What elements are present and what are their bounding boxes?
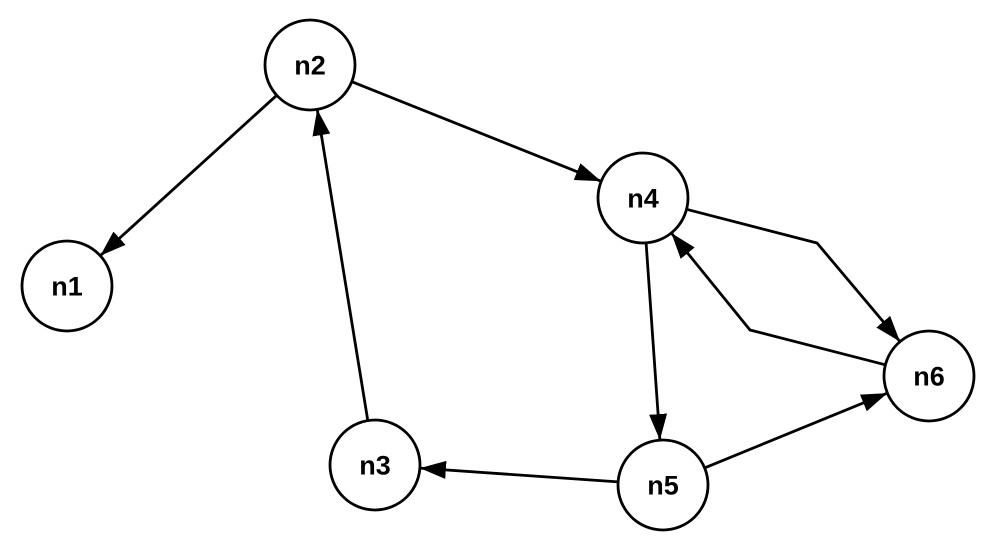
node-circle-n2 [263,18,357,112]
edge-n4-n6 [686,207,902,343]
edge-n4-n5 [644,242,668,441]
node-n3: n3 [328,418,422,512]
node-label-n6: n6 [913,362,945,392]
node-circle-n4 [596,151,690,245]
edge-n5-n6 [704,391,888,470]
edge-n2-n4 [351,80,602,183]
node-circle-n5 [616,438,710,532]
node-label-n3: n3 [359,451,391,481]
node-n4: n4 [596,151,690,245]
node-label-n2: n2 [294,51,326,81]
node-label-n1: n1 [51,272,83,302]
edge-n3-n2 [312,109,370,421]
node-n1: n1 [20,239,114,333]
node-n6: n6 [882,329,976,423]
node-circle-n1 [20,239,114,333]
node-label-n4: n4 [627,184,659,214]
node-circle-n3 [328,418,422,512]
edge-n6-n4 [670,232,886,367]
node-n2: n2 [263,18,357,112]
node-label-n5: n5 [647,471,679,501]
edge-n5-n3 [419,460,619,484]
node-circle-n6 [882,329,976,423]
node-n5: n5 [616,438,710,532]
edge-n2-n1 [99,94,278,257]
